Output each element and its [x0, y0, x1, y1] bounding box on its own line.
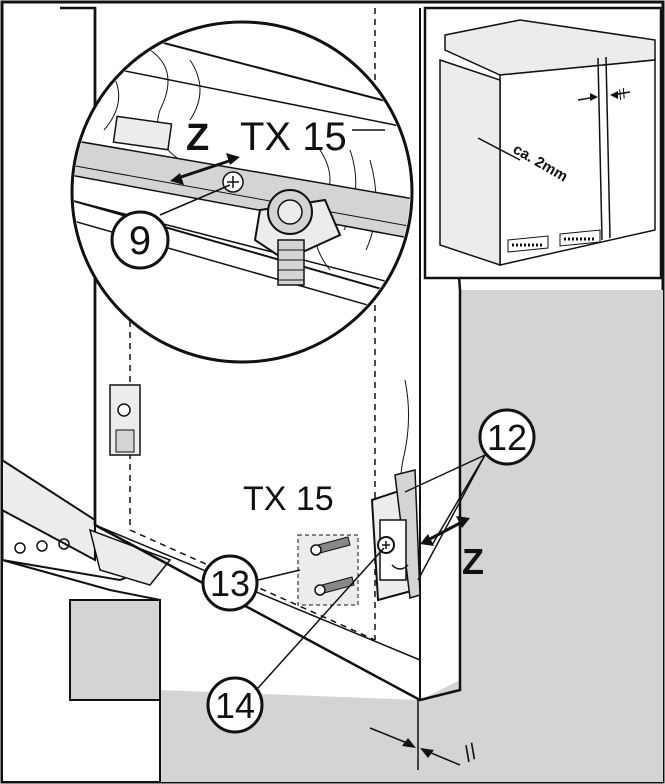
- callout-leaders: [159, 184, 486, 689]
- hinge-detail: [109, 384, 141, 456]
- appliance-body: [0, 458, 172, 783]
- callout-9: 9: [110, 210, 170, 270]
- callout-12-text: 12: [487, 417, 527, 458]
- z-bottom-label: Z: [462, 541, 484, 582]
- tx15-bottom-label: TX 15: [243, 480, 334, 518]
- callout-9-text: 9: [129, 219, 151, 263]
- inset-gap-view: [423, 6, 663, 280]
- door-bracket: [370, 469, 421, 602]
- callout-13-text: 13: [210, 563, 250, 604]
- magnified-detail: [70, 20, 414, 364]
- callout-13: 13: [201, 554, 259, 612]
- z-top-label: Z: [186, 117, 209, 159]
- callout-14-text: 14: [215, 685, 255, 726]
- tx15-top-label: TX 15: [240, 115, 347, 159]
- bottom-gap-indicator: [369, 700, 461, 770]
- callout-14: 14: [206, 676, 264, 734]
- mounting-screws: [297, 534, 359, 606]
- wall-background: [160, 290, 663, 782]
- callout-12: 12: [478, 408, 536, 466]
